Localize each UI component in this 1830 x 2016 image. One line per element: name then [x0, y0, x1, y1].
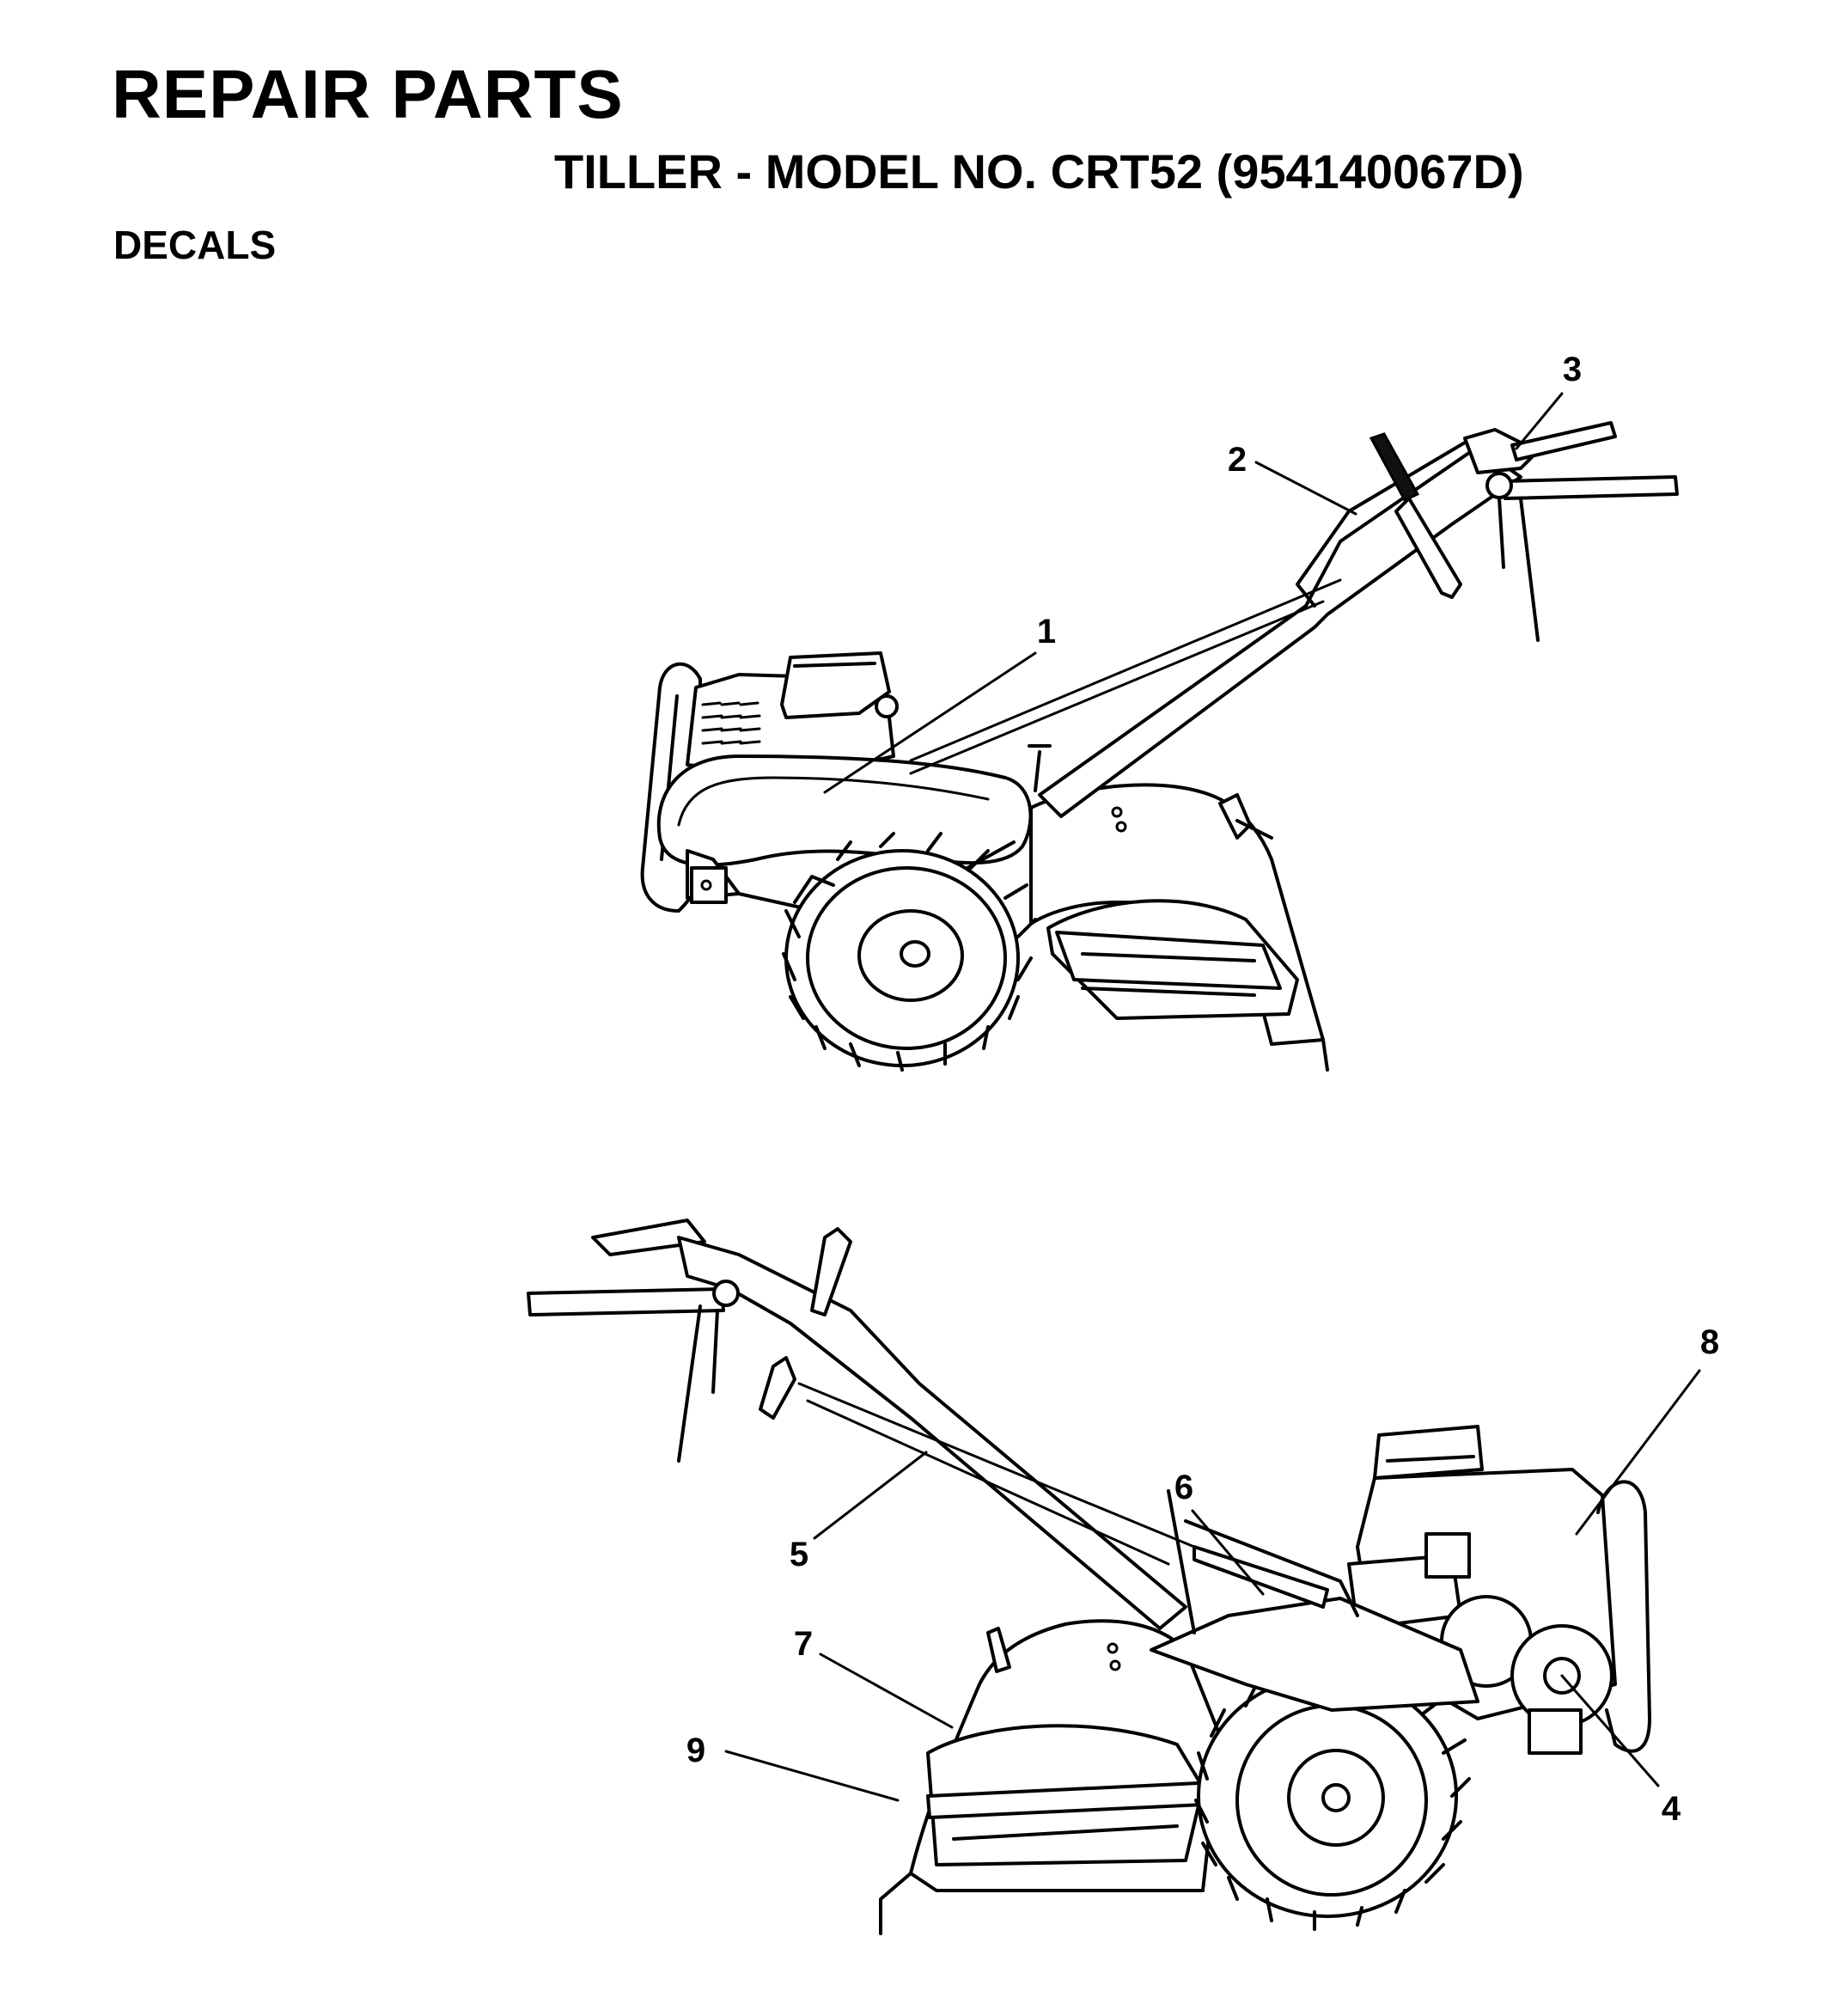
- callout-1: 1: [823, 613, 1056, 794]
- model-subtitle: TILLER - MODEL NO. CRT52 (954140067D): [554, 144, 1524, 199]
- callout-label: 1: [1037, 613, 1056, 651]
- callout-label: 8: [1700, 1323, 1719, 1361]
- callout-8: 8: [1575, 1323, 1719, 1536]
- section-heading: DECALS: [113, 223, 277, 267]
- callout-2: 2: [1228, 441, 1357, 516]
- tiller-right-side-view: [640, 421, 1679, 1072]
- callout-label: 3: [1563, 351, 1582, 388]
- callout-label: 4: [1662, 1790, 1681, 1828]
- tiller-left-side-view: [527, 1219, 1651, 1935]
- callout-3: 3: [1515, 351, 1582, 450]
- callout-label: 5: [790, 1536, 808, 1573]
- callout-9: 9: [686, 1732, 900, 1802]
- page-title: REPAIR PARTS: [112, 56, 624, 132]
- callout-label: 9: [686, 1732, 705, 1769]
- callout-4: 4: [1560, 1674, 1681, 1828]
- callout-5: 5: [790, 1451, 928, 1573]
- callout-6: 6: [1174, 1469, 1265, 1596]
- callout-label: 2: [1228, 441, 1247, 479]
- callout-7: 7: [794, 1625, 954, 1729]
- callout-label: 6: [1174, 1469, 1193, 1506]
- callout-label: 7: [794, 1625, 813, 1663]
